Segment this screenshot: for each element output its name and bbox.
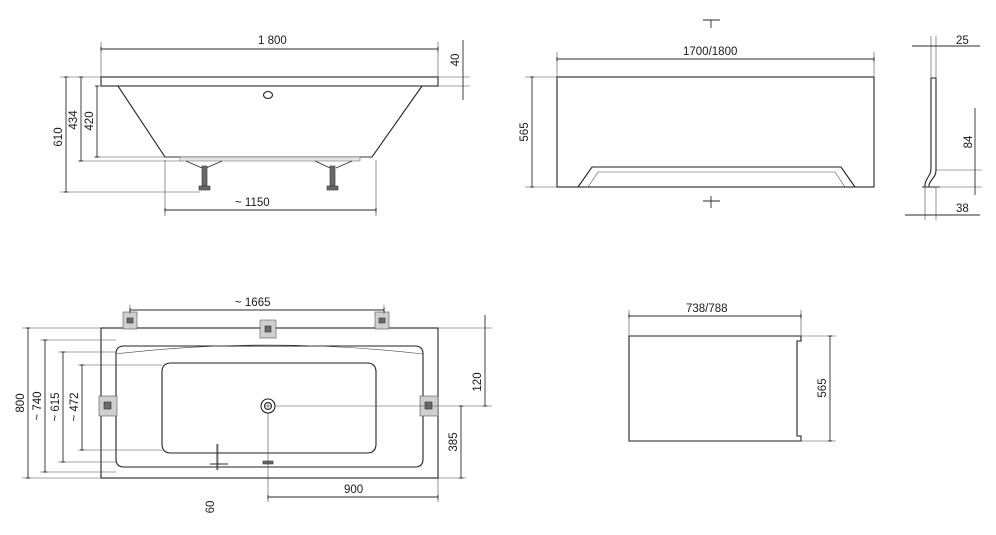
top-view: ~ 1665 800 ~ 740 ~ 615 ~ 472 120 385: [15, 297, 492, 513]
panel-profile: [924, 77, 937, 187]
dim-panel-height: 565: [519, 122, 531, 141]
dim-base-1150: ~ 1150: [235, 197, 270, 209]
dim-top-width-800: 800: [15, 393, 27, 412]
dim-top-width-472: ~ 472: [69, 392, 81, 421]
dim-top-width-740: ~ 740: [32, 391, 44, 420]
dim-end-panel-width: 738/788: [686, 303, 728, 315]
end-panel-view: 738/788 565: [628, 303, 836, 442]
bathtub-body: [116, 85, 424, 158]
dim-top-width-615: ~ 615: [50, 392, 62, 421]
dim-top-inner-length: ~ 1665: [235, 297, 271, 309]
bracket-top-right-icon: [374, 311, 390, 330]
bathtub-basin: [161, 362, 377, 454]
dim-depth-434: 434: [68, 110, 80, 130]
bathtub-base: [179, 156, 361, 162]
dim-profile-bottom: 38: [956, 203, 969, 215]
dim-drain-from-front: 385: [448, 432, 460, 451]
end-panel: [628, 335, 802, 442]
dim-profile-foot: 84: [963, 135, 975, 148]
dim-drain-from-back: 120: [472, 372, 484, 391]
side-view: 1 800 40 610 434 420 ~ 1150: [53, 35, 470, 216]
bracket-top-left-icon: [122, 311, 138, 330]
leg-left-icon: [185, 160, 223, 191]
dim-rim-40: 40: [450, 54, 462, 67]
dim-end-panel-height: 565: [817, 378, 829, 397]
dim-drain-from-end: 900: [344, 484, 363, 496]
dim-profile-top: 25: [956, 35, 969, 47]
leg-right-icon: [314, 160, 353, 191]
bathtub-rim: [100, 76, 439, 87]
dim-depth-420: 420: [84, 111, 96, 130]
dim-height-610: 610: [53, 127, 65, 146]
bracket-left-icon: [98, 395, 118, 417]
dim-panel-length: 1700/1800: [683, 46, 737, 58]
overflow-icon: [262, 90, 274, 100]
front-panel: [556, 76, 875, 188]
bathtub-inner-rim: [115, 345, 424, 468]
dim-overflow-offset: 60: [205, 501, 217, 514]
panel-profile-view: 25 84 38: [905, 35, 982, 220]
dim-length-1800: 1 800: [258, 35, 287, 47]
panel-foot-recess: [577, 166, 856, 188]
front-panel-view: 1700/1800 565: [519, 19, 875, 208]
bracket-top-mid-icon: [259, 319, 277, 339]
